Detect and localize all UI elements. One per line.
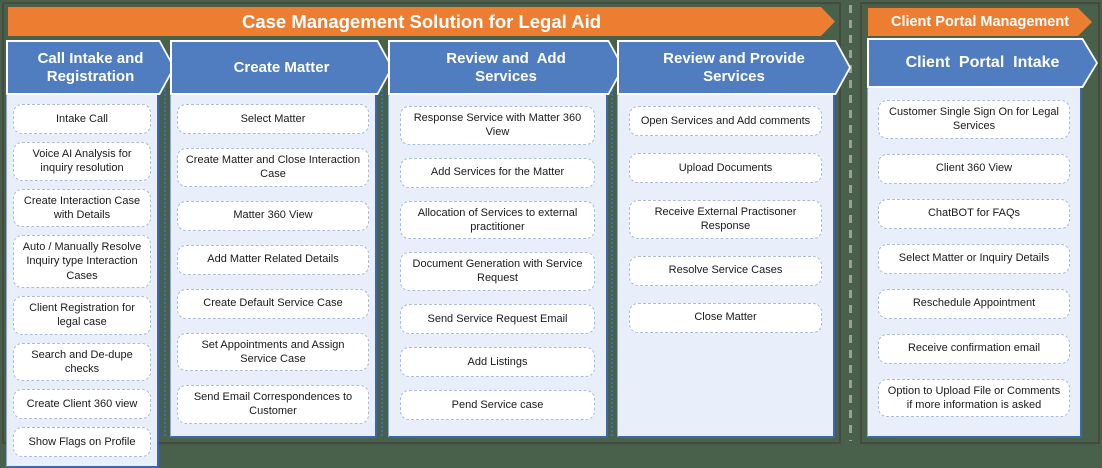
process-step-box: Intake Call — [13, 104, 151, 134]
column-review-and-provide-services: Review and Provide Services Open Service… — [617, 40, 835, 438]
process-step-box: Customer Single Sign On for Legal Servic… — [878, 100, 1070, 139]
process-step-box: Reschedule Appointment — [878, 288, 1070, 319]
process-step-box: Create Client 360 view — [13, 389, 151, 420]
process-step-box: Show Flags on Profile — [13, 427, 151, 458]
process-step-box: Pend Service case — [400, 389, 595, 420]
column-review-and-add-services: Review and Add Services Response Service… — [388, 40, 608, 438]
column-panel: Customer Single Sign On for Legal Servic… — [867, 87, 1082, 438]
portal-title-banner: Client Portal Management — [868, 8, 1092, 36]
column-header-label: Call Intake and Registration — [8, 42, 173, 93]
column-divider — [381, 50, 383, 436]
main-title-banner: Case Management Solution for Legal Aid — [8, 7, 835, 36]
column-header-arrow: Client Portal Intake — [867, 38, 1098, 88]
process-step-box: Receive confirmation email — [878, 333, 1070, 364]
column-divider — [611, 50, 613, 436]
process-step-box: Create Default Service Case — [177, 288, 369, 319]
column-client-portal-intake: Client Portal Intake Customer Single Sig… — [867, 38, 1082, 438]
client-portal-section: Client Portal Management Client Portal I… — [860, 2, 1100, 444]
case-management-section: Case Management Solution for Legal Aid C… — [2, 2, 841, 468]
process-step-box: Select Matter or Inquiry Details — [878, 243, 1070, 274]
process-step-box: Send Service Request Email — [400, 303, 595, 334]
main-title-text: Case Management Solution for Legal Aid — [241, 10, 602, 32]
process-step-box: Create Interaction Case with Details — [13, 188, 151, 228]
process-step-box: Send Email Correspondences to Customer — [177, 385, 369, 424]
process-step-box: Voice AI Analysis for inquiry resolution — [13, 142, 151, 181]
process-step-box: Close Matter — [629, 302, 822, 333]
process-step-box: Search and De-dupe checks — [13, 342, 151, 382]
process-step-box: Auto / Manually Resolve Inquiry type Int… — [13, 235, 151, 289]
process-step-box: Set Appointments and Assign Service Case — [177, 332, 369, 372]
process-step-box: Add Listings — [400, 346, 595, 377]
column-header-label: Create Matter — [172, 42, 391, 93]
process-step-box: Allocation of Services to external pract… — [400, 200, 595, 240]
column-header-label: Review and Add Services — [390, 42, 622, 93]
column-header-arrow: Create Matter — [170, 40, 393, 95]
process-step-box: Select Matter — [177, 104, 369, 134]
process-step-box: Create Matter and Close Interaction Case — [177, 148, 369, 187]
column-divider — [164, 50, 166, 436]
process-step-box: ChatBOT for FAQs — [878, 198, 1070, 229]
column-header-label: Client Portal Intake — [869, 40, 1096, 86]
column-header-arrow: Call Intake and Registration — [6, 40, 175, 95]
process-step-box: Resolve Service Cases — [629, 255, 822, 286]
process-step-box: Upload Documents — [629, 153, 822, 183]
process-step-box: Add Matter Related Details — [177, 244, 369, 275]
process-step-box: Option to Upload File or Comments if mor… — [878, 378, 1070, 418]
column-header-label: Review and Provide Services — [619, 42, 849, 93]
process-step-box: Add Services for the Matter — [400, 157, 595, 188]
process-step-box: Client Registration for legal case — [13, 296, 151, 335]
process-step-box: Client 360 View — [878, 153, 1070, 184]
process-step-box: Response Service with Matter 360 View — [400, 106, 595, 145]
process-step-box: Receive External Practisoner Response — [629, 200, 822, 239]
process-step-box: Open Services and Add comments — [629, 106, 822, 136]
column-call-intake-and-registration: Call Intake and Registration Intake Call… — [6, 40, 159, 468]
column-header-arrow: Review and Add Services — [388, 40, 624, 95]
process-step-box: Matter 360 View — [177, 200, 369, 231]
column-header-arrow: Review and Provide Services — [617, 40, 851, 95]
section-divider-dashed — [849, 5, 852, 441]
process-step-box: Document Generation with Service Request — [400, 252, 595, 291]
portal-title-text: Client Portal Management — [890, 14, 1070, 30]
